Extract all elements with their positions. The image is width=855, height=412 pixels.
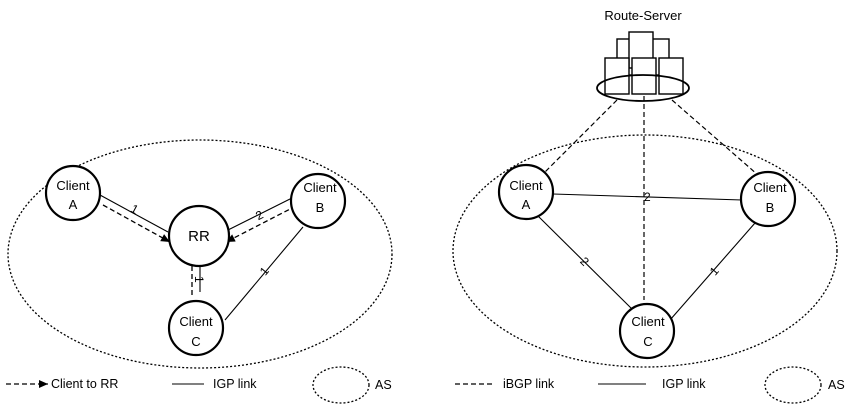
session-b-to-rr [225,205,297,243]
svg-text:C: C [191,334,200,349]
igp-link-a-rr [99,194,169,233]
ibgp-link-rs-b [671,99,759,176]
node-client-c-left: Client C [167,299,225,357]
session-a-to-rr [102,204,171,243]
link-label-rr-c: 1 [192,276,206,283]
svg-text:C: C [643,334,652,349]
svg-text:Client: Client [56,178,90,193]
legend-left: Client to RR IGP link AS [6,366,392,404]
igp-link-b-c [669,222,756,321]
igp-link-b-c [224,226,304,321]
igp-link-b-rr [227,197,293,231]
svg-text:B: B [766,200,775,215]
route-reflector-diagram: 1 2 1 1 Client A RR Client B Client C Cl… [6,139,393,404]
route-server-diagram: 2 2 1 Route-Server Client A Client B Cli… [452,8,845,404]
ibgp-link-rs-a [544,99,618,173]
as-boundary-right [452,134,838,368]
legend-ibgp-link-label: iBGP link [503,377,555,391]
node-client-a-right: Client A [497,163,555,221]
svg-text:Client: Client [631,314,665,329]
svg-text:Client: Client [753,180,787,195]
route-server-icon [596,31,690,102]
legend-as-symbol-right [764,366,822,404]
legend-client-to-rr-label: Client to RR [51,377,118,391]
as-boundary-left [7,139,393,369]
svg-text:Client: Client [179,314,213,329]
legend-as-symbol [312,366,370,404]
legend-igp-link-label: IGP link [213,377,257,391]
node-client-b-right: Client B [739,170,797,228]
svg-text:Client: Client [303,180,337,195]
svg-text:RR: RR [188,228,210,245]
svg-text:A: A [522,197,531,212]
igp-link-a-b [552,193,743,201]
svg-text:B: B [316,200,325,215]
link-label-b-rr: 2 [253,207,266,223]
node-client-b-left: Client B [289,172,347,230]
legend-right: iBGP link IGP link AS [455,366,845,404]
node-client-c-right: Client C [618,302,676,360]
node-rr: RR [167,204,231,268]
igp-link-a-c [537,215,634,311]
svg-text:A: A [69,197,78,212]
link-label-a-b: 2 [644,190,651,204]
link-label-a-rr: 1 [128,201,141,217]
svg-text:Client: Client [509,178,543,193]
legend-igp-link-label-right: IGP link [662,377,706,391]
legend-as-label-right: AS [828,378,845,392]
node-client-a-left: Client A [44,164,102,222]
legend-as-label: AS [375,378,392,392]
route-server-title: Route-Server [604,8,682,23]
